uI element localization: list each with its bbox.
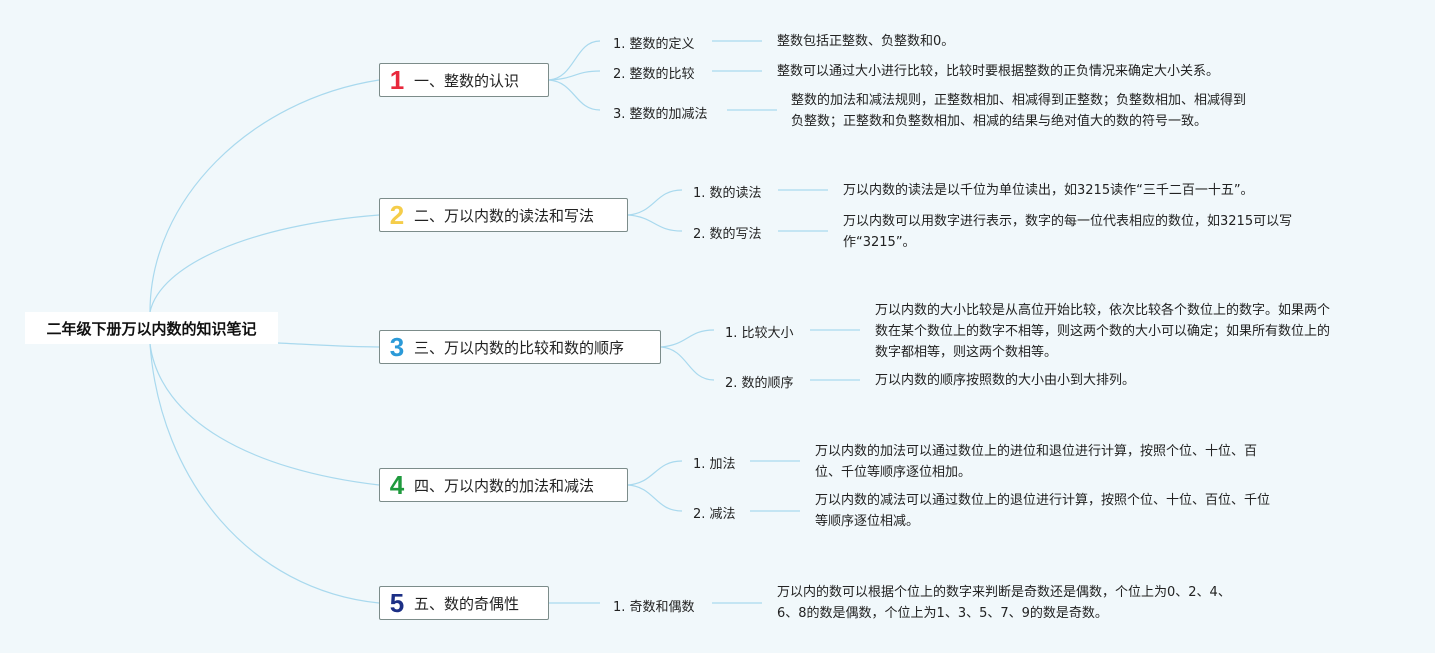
connector-b1-i2: [548, 70, 601, 81]
connector-b3-i2: [660, 346, 715, 381]
detail-line: 万以内数的减法可以通过数位上的退位进行计算，按照个位、十位、百位、千位: [815, 493, 1271, 508]
detail-line: 数在某个数位上的数字不相等，则这两个数的大小可以确定；如果所有数位上的: [875, 324, 1331, 339]
connector-root-b4: [149, 343, 380, 486]
detail-text: 万以内数的减法可以通过数位上的退位进行计算，按照个位、十位、百位、千位 等顺序逐…: [815, 490, 1270, 532]
detail-text: 整数包括正整数、负整数和0。: [777, 34, 955, 49]
detail-text: 万以内数可以用数字进行表示，数字的每一位代表相应的数位，如3215可以写 作“3…: [843, 211, 1292, 253]
detail-text: 万以内数的大小比较是从高位开始比较，依次比较各个数位上的数字。如果两个 数在某个…: [875, 300, 1330, 363]
detail-line: 作“3215”。: [843, 235, 916, 250]
connector-b1-i1: [548, 40, 601, 81]
number-four-badge: 4: [389, 470, 405, 500]
branch-node-5[interactable]: 5 五、数的奇偶性: [379, 586, 549, 620]
connector-b1-i3: [548, 79, 601, 111]
detail-line: 万以内数可以用数字进行表示，数字的每一位代表相应的数位，如3215可以写: [843, 214, 1293, 229]
topic-reading-numbers[interactable]: 1. 数的读法: [693, 186, 762, 201]
connector-b2-i2: [627, 214, 683, 232]
detail-line: 整数的加法和减法规则，正整数相加、相减得到正整数；负整数相加、相减得到: [791, 93, 1247, 108]
connector-root-b1: [149, 79, 380, 313]
detail-line: 6、8的数是偶数，个位上为1、3、5、7、9的数是奇数。: [777, 606, 1108, 621]
topic-integer-add-subtract[interactable]: 3. 整数的加减法: [613, 107, 708, 122]
connector-b2-i1: [627, 189, 683, 216]
connector-b3-i1: [660, 329, 715, 348]
topic-number-order[interactable]: 2. 数的顺序: [725, 376, 794, 391]
branch-node-3[interactable]: 3 三、万以内数的比较和数的顺序: [379, 330, 661, 364]
detail-text: 万以内数的顺序按照数的大小由小到大排列。: [875, 373, 1136, 388]
branch-label: 五、数的奇偶性: [414, 594, 520, 613]
detail-line: 万以内数的大小比较是从高位开始比较，依次比较各个数位上的数字。如果两个: [875, 303, 1331, 318]
branch-label: 三、万以内数的比较和数的顺序: [414, 338, 625, 357]
branch-label: 一、整数的认识: [414, 71, 520, 90]
topic-compare-size[interactable]: 1. 比较大小: [725, 326, 794, 341]
topic-odd-even[interactable]: 1. 奇数和偶数: [613, 600, 695, 615]
connector-root-b2: [149, 214, 380, 313]
topic-addition[interactable]: 1. 加法: [693, 457, 736, 472]
branch-label: 四、万以内数的加法和减法: [414, 476, 595, 495]
detail-line: 万以内的数可以根据个位上的数字来判断是奇数还是偶数，个位上为0、2、4、: [777, 585, 1231, 600]
topic-integer-comparison[interactable]: 2. 整数的比较: [613, 67, 695, 82]
detail-line: 位、千位等顺序逐位相加。: [815, 465, 972, 480]
number-one-badge: 1: [389, 65, 405, 95]
connector-root-b3: [277, 342, 380, 348]
branch-label: 二、万以内数的读法和写法: [414, 206, 595, 225]
branch-node-1[interactable]: 1 一、整数的认识: [379, 63, 549, 97]
root-node-title[interactable]: 二年级下册万以内数的知识笔记: [25, 312, 278, 344]
connector-b4-i1: [627, 460, 683, 486]
topic-integer-definition[interactable]: 1. 整数的定义: [613, 37, 695, 52]
topic-subtraction[interactable]: 2. 减法: [693, 507, 736, 522]
number-two-badge: 2: [389, 200, 405, 230]
topic-writing-numbers[interactable]: 2. 数的写法: [693, 227, 762, 242]
branch-node-2[interactable]: 2 二、万以内数的读法和写法: [379, 198, 628, 232]
connector-root-b5: [149, 343, 380, 604]
number-five-badge: 5: [389, 588, 405, 618]
number-three-badge: 3: [389, 332, 405, 362]
detail-text: 万以内的数可以根据个位上的数字来判断是奇数还是偶数，个位上为0、2、4、 6、8…: [777, 582, 1231, 624]
detail-text: 万以内数的读法是以千位为单位读出，如3215读作“三千二百一十五”。: [843, 183, 1254, 198]
detail-line: 负整数；正整数和负整数相加、相减的结果与绝对值大的数的符号一致。: [791, 114, 1208, 129]
detail-line: 数字都相等，则这两个数相等。: [875, 345, 1058, 360]
detail-line: 万以内数的加法可以通过数位上的进位和退位进行计算，按照个位、十位、百: [815, 444, 1258, 459]
detail-line: 等顺序逐位相减。: [815, 514, 920, 529]
detail-text: 整数的加法和减法规则，正整数相加、相减得到正整数；负整数相加、相减得到 负整数；…: [791, 90, 1246, 132]
detail-text: 万以内数的加法可以通过数位上的进位和退位进行计算，按照个位、十位、百 位、千位等…: [815, 441, 1257, 483]
branch-node-4[interactable]: 4 四、万以内数的加法和减法: [379, 468, 628, 502]
detail-text: 整数可以通过大小进行比较，比较时要根据整数的正负情况来确定大小关系。: [777, 64, 1220, 79]
connector-b4-i2: [627, 484, 683, 512]
